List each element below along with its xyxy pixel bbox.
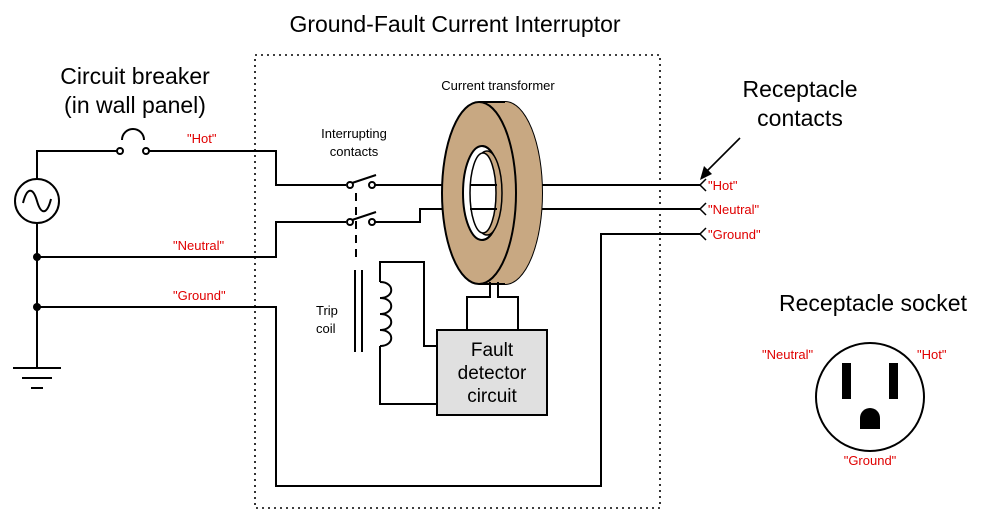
diagram-title: Ground-Fault Current Interruptor [289,11,620,37]
receptacle-contact-icon [698,178,707,241]
trip-coil-label-line1: Trip [316,303,338,318]
trip-coil-label-line2: coil [316,321,336,336]
contact-ground-label: "Ground" [708,227,761,242]
socket-neutral-label: "Neutral" [762,347,814,362]
interrupting-contacts-icon [346,174,377,262]
circuit-breaker-icon [116,128,150,155]
receptacle-contacts-label-line2: contacts [757,105,843,131]
receptacle-contacts-label-line1: Receptacle [742,76,857,102]
interrupting-label-line1: Interrupting [321,126,387,141]
trip-coil-icon [354,270,393,352]
neutral-wire-label: "Neutral" [173,238,225,253]
fault-detector-box [436,329,548,416]
breaker-label-line2: (in wall panel) [64,92,206,118]
current-transformer-label: Current transformer [441,78,555,93]
current-transformer-icon [441,101,543,285]
pointer-arrow-icon [700,137,741,180]
breaker-label-line1: Circuit breaker [60,63,210,89]
fault-detector-line1: Fault [471,340,514,361]
receptacle-socket-icon [815,342,925,452]
hot-wire-label: "Hot" [187,131,217,146]
receptacle-socket-title: Receptacle socket [779,290,968,316]
ground-wire-label: "Ground" [173,288,226,303]
earth-ground-icon [13,367,61,389]
contact-neutral-label: "Neutral" [708,202,760,217]
ac-source-icon [14,178,60,224]
gfci-boundary [254,54,661,509]
socket-hot-label: "Hot" [917,347,947,362]
fault-detector-line2: detector [458,363,527,384]
socket-ground-label: "Ground" [844,453,897,468]
interrupting-label-line2: contacts [330,144,379,159]
contact-hot-label: "Hot" [708,178,738,193]
fault-detector-line3: circuit [467,386,517,407]
